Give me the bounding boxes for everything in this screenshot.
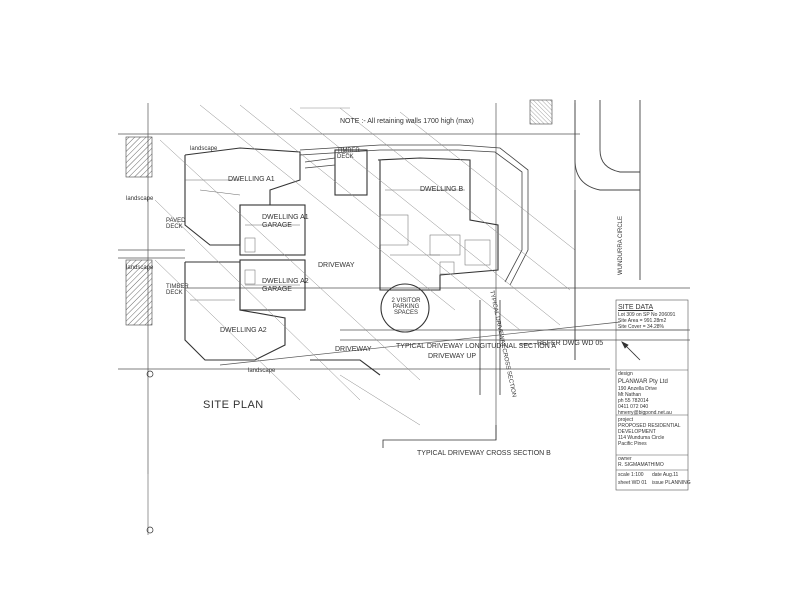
driveway-label-lower: DRIVEWAY (335, 346, 372, 353)
benchmark-symbol (146, 370, 154, 378)
landscape-label: landscape (126, 265, 154, 271)
scale: scale 1:100 (618, 472, 644, 478)
project-label: project (618, 417, 634, 423)
firm-name: PLANWAR Pty Ltd (618, 379, 668, 385)
site-lot: Lot 309 on SP No 206091 (618, 312, 676, 318)
sheet: sheet WD 01 (618, 480, 647, 486)
landscape-label: landscape (190, 146, 218, 152)
dwelling-b-outline (377, 157, 499, 291)
timber-deck-top-label: TIMBER DECK (337, 148, 360, 160)
project-address-1: 114 Wunduma Circle (618, 435, 665, 441)
driveway-curve (310, 359, 381, 376)
paved-deck-label: PAVED DECK (166, 218, 186, 230)
dwelling-a1-garage-label: DWELLING A1 (262, 214, 309, 221)
firm-phone: ph 55 782014 (618, 398, 649, 404)
landscape-label: landscape (126, 196, 154, 202)
dwelling-a2-garage-label: DWELLING A2 (262, 278, 309, 285)
cross-section-marker (382, 425, 497, 448)
firm-email: hmerry@bigpond.net.au (618, 410, 672, 416)
garage-a1-outline (239, 204, 306, 256)
site-area: Site Area = 991.28m2 (618, 318, 667, 324)
issue: issue PLANNING (652, 480, 691, 486)
owner-label: owner (618, 456, 632, 462)
dwelling-a2-outline (184, 261, 286, 361)
longitudinal-section-label: TYPICAL DRIVEWAY LONGITUDINAL SECTION A (396, 343, 556, 350)
project-address-2: Pacific Pines (618, 441, 647, 447)
title-block-frame (615, 299, 689, 491)
hatched-zone-left (125, 259, 153, 326)
firm-address-1: 190 Anzella Drive (618, 386, 657, 392)
timber-deck-left-label: TIMBER DECK (166, 284, 189, 296)
dwelling-b-label: DWELLING B (420, 186, 464, 193)
garage-a2-label: GARAGE (262, 286, 292, 293)
design-label: design (618, 371, 633, 377)
driveway-up-label: DRIVEWAY UP (428, 353, 477, 360)
landscape-label: landscape (248, 368, 276, 374)
owner-name: R. SIGMAMATHIMO (618, 462, 664, 468)
visitor-parking-label: 2 VISITOR PARKING SPACES (391, 298, 421, 316)
north-arrow (621, 341, 641, 361)
firm-mobile: 0411 072 040 (618, 404, 649, 410)
site-plan-title: SITE PLAN (203, 399, 264, 411)
project-name-1: PROPOSED RESIDENTIAL (618, 423, 681, 429)
timber-deck-top (334, 149, 368, 196)
firm-address-2: Mt Nathan (618, 392, 642, 398)
date: date Aug.11 (652, 472, 679, 478)
visitor-parking-circle (380, 283, 430, 333)
refer-drawing-label: REFER DWG WD 05 (537, 340, 604, 347)
dwelling-a1-outline (184, 147, 301, 246)
retaining-wall-note: NOTE :- All retaining walls 1700 high (m… (340, 118, 474, 125)
site-cover: Site Cover = 34.28% (618, 324, 664, 330)
site-data-heading: SITE DATA (618, 304, 654, 311)
site-section-line (219, 321, 621, 366)
dwelling-a1-label: DWELLING A1 (228, 176, 275, 183)
hatched-zone-top-right (529, 99, 553, 125)
driveway-label: DRIVEWAY (318, 262, 355, 269)
dwelling-a2-label: DWELLING A2 (220, 327, 267, 334)
street-kerb (574, 100, 640, 191)
cross-section-b-label: TYPICAL DRIVEWAY CROSS SECTION B (417, 450, 551, 457)
hatched-zone-top-left (125, 136, 153, 178)
street-name-label: WUNDURRA CIRCLE (618, 215, 624, 275)
garage-a1-label: GARAGE (262, 222, 292, 229)
project-name-2: DEVELOPMENT (618, 429, 656, 435)
